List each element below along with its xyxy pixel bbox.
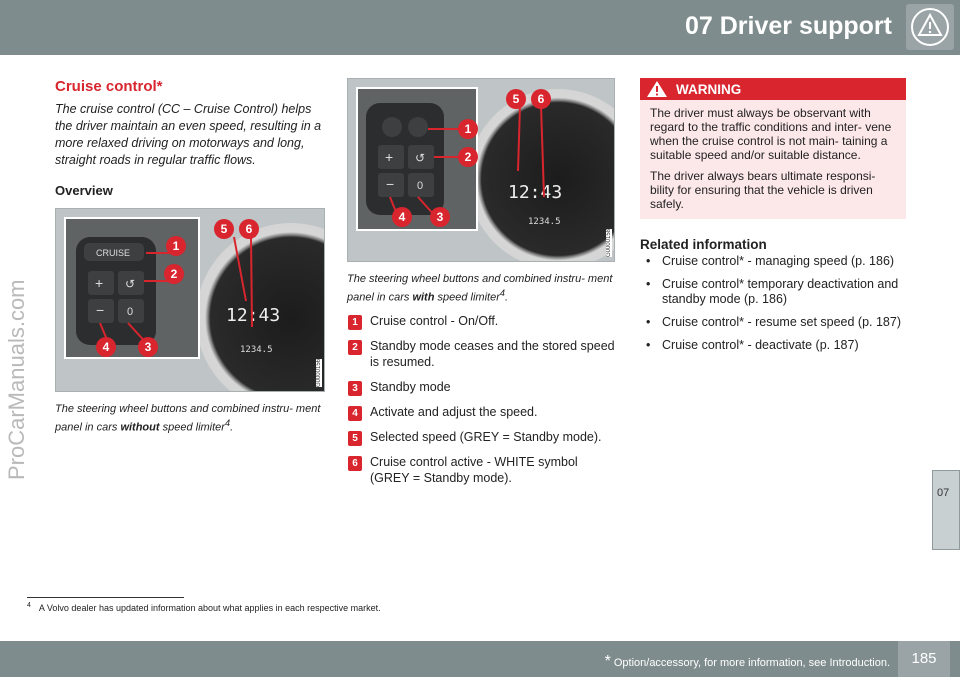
list-item: 3 Standby mode (347, 379, 615, 396)
warning-title: WARNING (676, 82, 742, 97)
footnote-ref[interactable]: 4 (224, 418, 231, 428)
footnote-ref[interactable]: 4 (499, 288, 505, 298)
warning-paragraph: The driver must always be observant with… (650, 106, 892, 162)
related-link[interactable]: Cruise control* temporary deactivation a… (640, 277, 906, 307)
related-link[interactable]: Cruise control* - managing speed (p. 186… (640, 254, 906, 269)
steering-buttons-inset: CRUISE + ↺ − 0 (64, 217, 200, 359)
svg-text:CRUISE: CRUISE (96, 248, 130, 258)
list-item: 2 Standby mode ceases and the stored spee… (347, 338, 615, 370)
footnote-text: A Volvo dealer has updated information a… (38, 603, 381, 613)
watermark: ProCarManuals.com (4, 279, 29, 480)
caption-text: The steering wheel buttons and combined … (347, 273, 613, 304)
callout-1: 1 (166, 236, 186, 256)
list-item: 5 Selected speed (GREY = Standby mode). (347, 429, 615, 446)
warning-triangle-icon (906, 4, 954, 50)
column-right: WARNING The driver must always be observ… (640, 78, 906, 361)
caption-text-end: speed limiter (159, 421, 225, 434)
caption-period: . (230, 421, 234, 434)
callout-5: 5 (214, 219, 234, 239)
related-info-heading: Related information (640, 237, 767, 252)
warning-header: WARNING (640, 78, 906, 100)
warning-triangle-icon (646, 80, 668, 103)
numbered-list: 1 Cruise control - On/Off. 2 Standby mode … (347, 313, 615, 486)
list-item-text: Cruise control - On/Off. (370, 313, 499, 328)
number-badge: 4 (348, 405, 362, 421)
callout-2: 2 (458, 147, 478, 167)
list-item: 4 Activate and adjust the speed. (347, 404, 615, 421)
svg-text:↺: ↺ (125, 277, 135, 291)
callout-4: 4 (392, 207, 412, 227)
page-header: 07 Driver support (0, 0, 960, 55)
figure-caption: The steering wheel buttons and combined … (347, 272, 615, 305)
chapter-title: 07 Driver support (684, 12, 892, 40)
gauge-clock: 12:43 (508, 182, 563, 203)
figure-code: G0000158 (606, 228, 612, 257)
number-badge: 3 (348, 380, 362, 396)
footer-asterisk: * (604, 653, 611, 670)
number-badge: 5 (348, 430, 362, 446)
warning-body: The driver must always be observant with… (640, 100, 906, 219)
caption-text: The steering wheel buttons and combined … (55, 403, 321, 434)
footnote-number: 4 (27, 602, 31, 609)
footnote-divider (27, 597, 184, 598)
callout-1: 1 (458, 119, 478, 139)
callout-2: 2 (164, 264, 184, 284)
caption-period: . (504, 291, 509, 304)
gauge-odometer: 1234.5 (240, 345, 273, 355)
intro-text: The cruise control (CC – Cruise Control)… (55, 102, 322, 167)
number-badge: 2 (348, 339, 362, 355)
svg-text:−: − (96, 302, 104, 318)
warning-paragraph: The driver always bears ultimate respons… (650, 169, 876, 211)
gauge-odometer: 1234.5 (528, 217, 561, 227)
related-links: Cruise control* - managing speed (p. 186… (640, 254, 906, 353)
chapter-tab-label: 07 (937, 487, 950, 499)
caption-text-end: speed limiter (434, 291, 500, 304)
related-link[interactable]: Cruise control* - deactivate (p. 187) (640, 338, 906, 353)
list-item-text: Standby mode (370, 379, 451, 394)
number-badge: 6 (348, 455, 362, 471)
svg-text:0: 0 (417, 180, 423, 192)
svg-text:0: 0 (127, 306, 133, 318)
related-link[interactable]: Cruise control* - resume set speed (p. 1… (640, 315, 906, 330)
footnote: 4 A Volvo dealer has updated information … (27, 602, 381, 613)
callout-3: 3 (138, 337, 158, 357)
list-item: 1 Cruise control - On/Off. (347, 313, 615, 330)
svg-text:+: + (385, 149, 393, 165)
gauge-clock: 12:43 (226, 305, 281, 326)
list-item: 6 Cruise control active - WHITE symbol (G… (347, 454, 615, 486)
svg-text:+: + (95, 275, 103, 291)
list-item-text: Standby mode ceases and the stored speed… (370, 338, 615, 369)
chapter-tab[interactable]: 07 (932, 470, 960, 550)
page-number: 185 (898, 641, 950, 677)
section-title: Cruise control* (55, 78, 163, 95)
footer-note-text: Option/accessory, for more information, … (610, 657, 890, 669)
figure-without-limiter: 12:43 1234.5 CRUISE + ↺ − 0 1 2 3 4 (55, 208, 325, 392)
list-item-text: Cruise control active - WHITE symbol (GR… (370, 454, 578, 485)
list-item-text: Selected speed (GREY = Standby mode). (370, 429, 602, 444)
page-footer: * Option/accessory, for more information… (0, 641, 960, 677)
callout-4: 4 (96, 337, 116, 357)
caption-emphasis: without (120, 421, 160, 434)
overview-heading: Overview (55, 183, 113, 198)
column-left: Cruise control* The cruise control (CC –… (55, 78, 325, 435)
figure-caption: The steering wheel buttons and combined … (55, 402, 323, 435)
steering-buttons-inset: + ↺ − 0 (356, 87, 478, 231)
svg-text:↺: ↺ (415, 151, 425, 165)
callout-6: 6 (239, 219, 259, 239)
warning-box: WARNING The driver must always be observ… (640, 78, 906, 219)
callout-3: 3 (430, 207, 450, 227)
callout-6: 6 (531, 89, 551, 109)
figure-code: G0000156 (316, 358, 322, 387)
list-item-text: Activate and adjust the speed. (370, 404, 538, 419)
callout-5: 5 (506, 89, 526, 109)
number-badge: 1 (348, 314, 362, 330)
caption-emphasis: with (412, 291, 435, 304)
column-middle: 12:43 1234.5 + ↺ − 0 1 2 3 4 5 (347, 78, 615, 495)
figure-with-limiter: 12:43 1234.5 + ↺ − 0 1 2 3 4 5 (347, 78, 615, 262)
footer-note: * Option/accessory, for more information… (605, 653, 890, 671)
svg-text:−: − (386, 176, 394, 192)
